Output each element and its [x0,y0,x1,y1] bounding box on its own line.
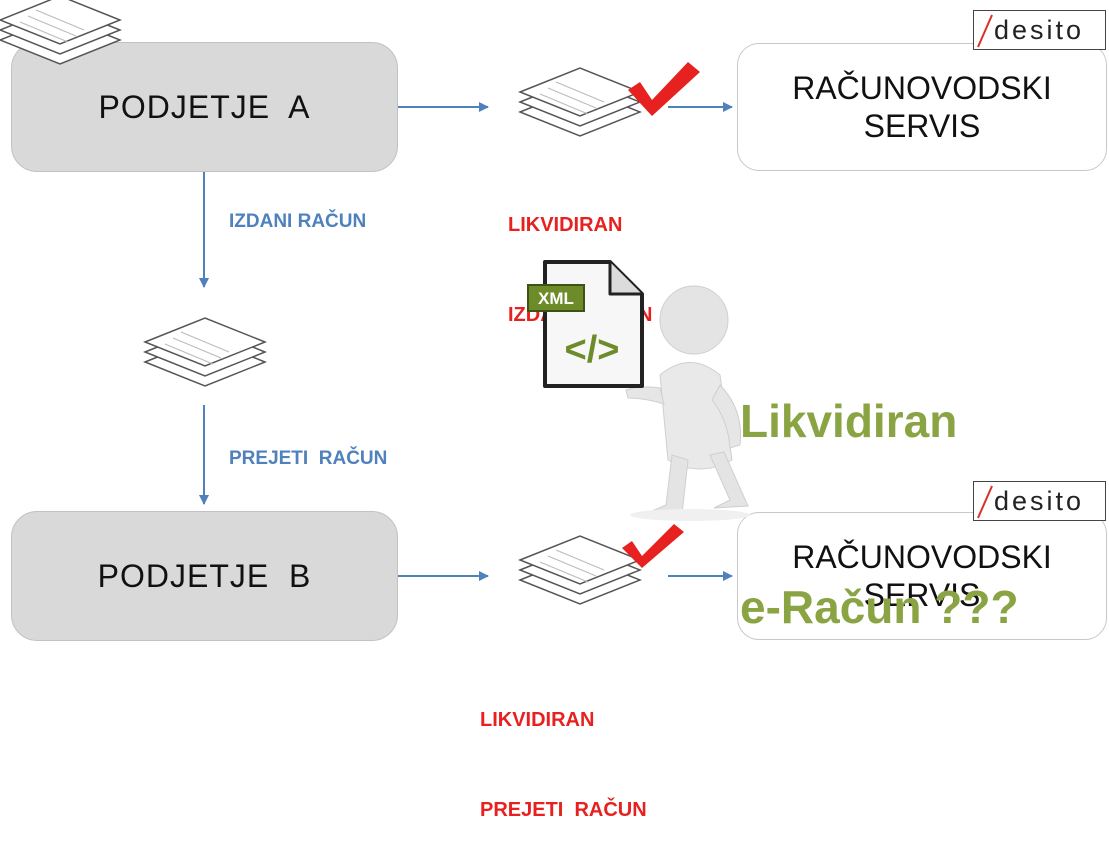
desito-logo-top: desito [973,10,1106,50]
desito-logo-bottom: desito [973,481,1106,521]
company-b-label: PODJETJE B [97,557,312,594]
service-bottom-line1: RAČUNOVODSKI [792,539,1052,575]
person-figure-icon [625,285,750,521]
accounting-service-bottom-box: RAČUNOVODSKI SERVIS [737,512,1107,640]
logo-slash-icon [977,485,993,519]
company-a-label: PODJETJE A [98,88,311,125]
accounting-service-top-box: RAČUNOVODSKI SERVIS [737,43,1107,171]
logo-slash-icon [977,14,993,48]
company-a-box: PODJETJE A [11,42,398,172]
xml-badge-text: XML [538,289,574,308]
service-top-line2: SERVIS [863,108,981,144]
company-b-box: PODJETJE B [11,511,398,641]
status-bottom-line1: LIKVIDIRAN [480,709,595,731]
document-stack-icon [0,0,123,65]
question-line1: Likvidiran [740,395,958,447]
logo-text: desito [994,486,1085,516]
question-line2: e-Račun ??? [740,581,1019,633]
service-bottom-line2: SERVIS [863,577,981,613]
question-text: Likvidiran e-Račun ??? [740,266,1019,700]
xml-person-illustration: XML </> [527,260,750,521]
xml-file-icon: XML </> [527,260,644,388]
logo-text: desito [994,15,1085,45]
connector-arrows [199,102,733,581]
received-invoice-label: PREJETI RAČUN [229,448,388,469]
red-checkmark-bottom-icon [622,524,684,568]
xml-code-glyph: </> [565,329,620,371]
document-icons [0,0,700,605]
service-top-line1: RAČUNOVODSKI [792,70,1052,106]
red-checkmark-top-icon [628,62,700,116]
status-bottom-line2: PREJETI RAČUN [480,799,647,821]
status-top-line1: LIKVIDIRAN [508,214,623,236]
issued-invoice-label: IZDANI RAČUN [229,211,367,232]
